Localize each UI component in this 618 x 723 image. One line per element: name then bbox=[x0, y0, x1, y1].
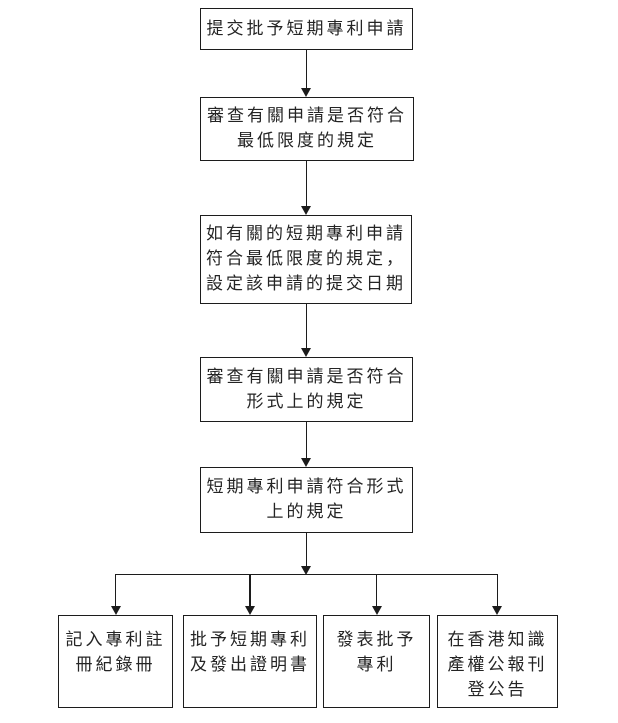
node-check-minimum-requirements-label: 審查有關申請是否符合 最低限度的規定 bbox=[207, 106, 407, 151]
arrow-branch-to-grant-certificate bbox=[249, 574, 251, 606]
arrow-filing-date-to-check-formal bbox=[305, 304, 307, 348]
node-publish-grant: 發表批予 專利 bbox=[323, 615, 430, 708]
branch-rail-line bbox=[114, 573, 498, 575]
node-set-filing-date-label: 如有關的短期專利申請 符合最低限度的規定， 設定該申請的提交日期 bbox=[206, 224, 406, 294]
arrow-check-minimum-to-filing-date bbox=[305, 161, 307, 206]
node-formal-requirements-met-label: 短期專利申請符合形式 上的規定 bbox=[206, 477, 407, 522]
node-record-in-register-label: 記入專利註 冊紀錄冊 bbox=[65, 630, 166, 675]
node-record-in-register: 記入專利註 冊紀錄冊 bbox=[58, 615, 173, 708]
node-submit-application: 提交批予短期專利申請 bbox=[200, 8, 413, 50]
node-grant-patent-issue-certificate: 批予短期專利 及發出證明書 bbox=[183, 615, 317, 708]
node-check-minimum-requirements: 審查有關申請是否符合 最低限度的規定 bbox=[200, 97, 414, 161]
node-formal-requirements-met: 短期專利申請符合形式 上的規定 bbox=[200, 467, 413, 533]
arrow-formal-met-to-branch bbox=[305, 533, 307, 566]
node-grant-patent-issue-certificate-label: 批予短期專利 及發出證明書 bbox=[190, 630, 310, 675]
node-check-formal-requirements-label: 審查有關申請是否符合 形式上的規定 bbox=[206, 366, 407, 412]
arrow-branch-to-gazette-notice bbox=[496, 574, 498, 606]
node-submit-application-label: 提交批予短期專利申請 bbox=[206, 18, 407, 39]
node-gazette-notice-label: 在香港知識 產權公報刊 登公告 bbox=[447, 630, 548, 700]
arrow-branch-to-publish-grant bbox=[375, 574, 378, 606]
arrow-check-formal-to-formal-met bbox=[305, 422, 307, 458]
node-publish-grant-label: 發表批予 專利 bbox=[336, 630, 417, 675]
node-set-filing-date: 如有關的短期專利申請 符合最低限度的規定， 設定該申請的提交日期 bbox=[200, 215, 412, 304]
arrow-submit-to-check-minimum bbox=[305, 50, 307, 88]
arrow-branch-to-record-register bbox=[114, 574, 117, 606]
node-gazette-notice: 在香港知識 產權公報刊 登公告 bbox=[437, 615, 558, 708]
node-check-formal-requirements: 審查有關申請是否符合 形式上的規定 bbox=[200, 357, 413, 422]
